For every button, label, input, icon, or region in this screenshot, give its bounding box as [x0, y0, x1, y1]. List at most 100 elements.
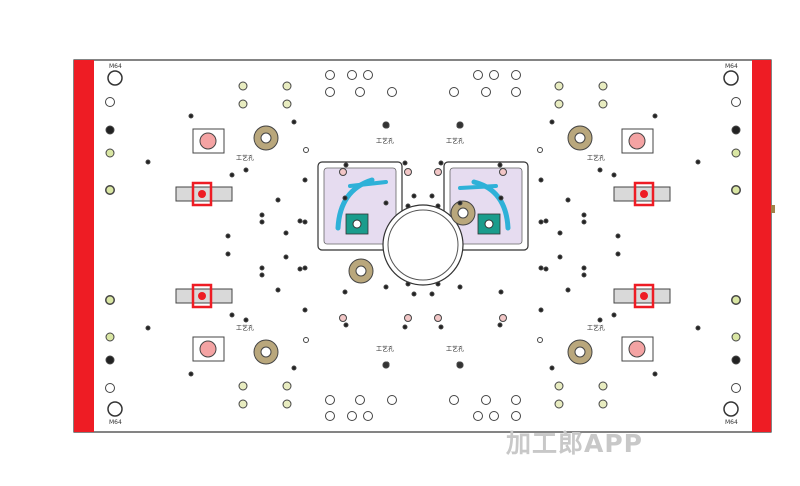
hole	[731, 148, 741, 158]
hole	[238, 399, 248, 409]
hole	[731, 97, 741, 107]
hole	[238, 99, 248, 109]
bronze-boss	[253, 339, 279, 365]
hole	[543, 218, 549, 224]
bronze-boss	[567, 125, 593, 151]
hole	[105, 185, 115, 195]
hole	[581, 212, 587, 218]
bronze-boss	[348, 258, 374, 284]
hole	[282, 81, 292, 91]
hole	[105, 332, 115, 342]
hole	[598, 381, 608, 391]
hole	[243, 167, 249, 173]
hole	[355, 87, 365, 97]
hole	[302, 177, 308, 183]
hole	[342, 289, 348, 295]
corner-mark-bottom-right: M64	[723, 401, 739, 426]
hole	[282, 399, 292, 409]
hole	[339, 314, 347, 322]
hole	[282, 381, 292, 391]
part-label: 工艺孔	[446, 345, 464, 353]
hole	[557, 230, 563, 236]
pink-pad	[192, 128, 225, 154]
corner-mark-top-right: M64	[723, 63, 739, 86]
hole	[538, 307, 544, 313]
hole	[283, 254, 289, 260]
slide-assembly	[613, 181, 671, 207]
hole	[598, 399, 608, 409]
hole	[511, 411, 521, 421]
hole	[598, 81, 608, 91]
hole	[404, 168, 412, 176]
hole	[499, 168, 507, 176]
hole	[383, 200, 389, 206]
hole	[731, 383, 741, 393]
right-rail	[752, 60, 771, 432]
hole	[105, 97, 115, 107]
hole	[538, 219, 544, 225]
corner-mark-top-left: M64	[107, 63, 123, 86]
watermark-text: 加工郎APP	[506, 429, 643, 458]
hole	[449, 87, 459, 97]
hole	[355, 395, 365, 405]
hole	[731, 332, 741, 342]
hole	[457, 284, 463, 290]
hole	[429, 193, 435, 199]
hole	[405, 203, 411, 209]
hole	[343, 322, 349, 328]
cavity-left	[317, 161, 403, 251]
hole	[363, 411, 373, 421]
cavity-right	[443, 161, 529, 251]
part-label: 工艺孔	[376, 137, 394, 145]
corner-mark-bottom-left: M64	[107, 401, 123, 426]
pink-pad	[621, 128, 654, 154]
hole	[105, 295, 115, 305]
hole	[449, 395, 459, 405]
hole	[497, 322, 503, 328]
hole	[297, 218, 303, 224]
pink-pad	[621, 336, 654, 362]
hole	[105, 125, 115, 135]
hole	[282, 99, 292, 109]
hole	[497, 162, 503, 168]
hole	[615, 251, 621, 257]
hole	[105, 355, 115, 365]
hole	[238, 381, 248, 391]
hole	[325, 395, 335, 405]
hole	[342, 195, 348, 201]
hole	[537, 337, 543, 343]
hole	[615, 233, 621, 239]
hole	[511, 87, 521, 97]
hole	[611, 172, 617, 178]
hole	[731, 355, 741, 365]
hole	[259, 265, 265, 271]
hole	[581, 265, 587, 271]
hole	[581, 272, 587, 278]
hole	[225, 233, 231, 239]
hole	[259, 272, 265, 278]
hole	[538, 177, 544, 183]
hole	[489, 411, 499, 421]
hole	[565, 287, 571, 293]
hole	[543, 266, 549, 272]
hole	[363, 70, 373, 80]
hole	[554, 399, 564, 409]
hole	[188, 113, 194, 119]
pink-pad	[192, 336, 225, 362]
hole-pattern	[105, 70, 741, 421]
hole	[652, 113, 658, 119]
hole	[435, 203, 441, 209]
hole	[695, 159, 701, 165]
hole	[511, 70, 521, 80]
hole	[549, 365, 555, 371]
slide-assembly	[613, 283, 671, 309]
hole	[291, 365, 297, 371]
hole	[238, 81, 248, 91]
hole	[302, 219, 308, 225]
bronze-boss	[567, 339, 593, 365]
hole	[731, 185, 741, 195]
hole	[303, 337, 309, 343]
part-label: 工艺孔	[376, 345, 394, 353]
hole	[611, 312, 617, 318]
hole	[302, 265, 308, 271]
